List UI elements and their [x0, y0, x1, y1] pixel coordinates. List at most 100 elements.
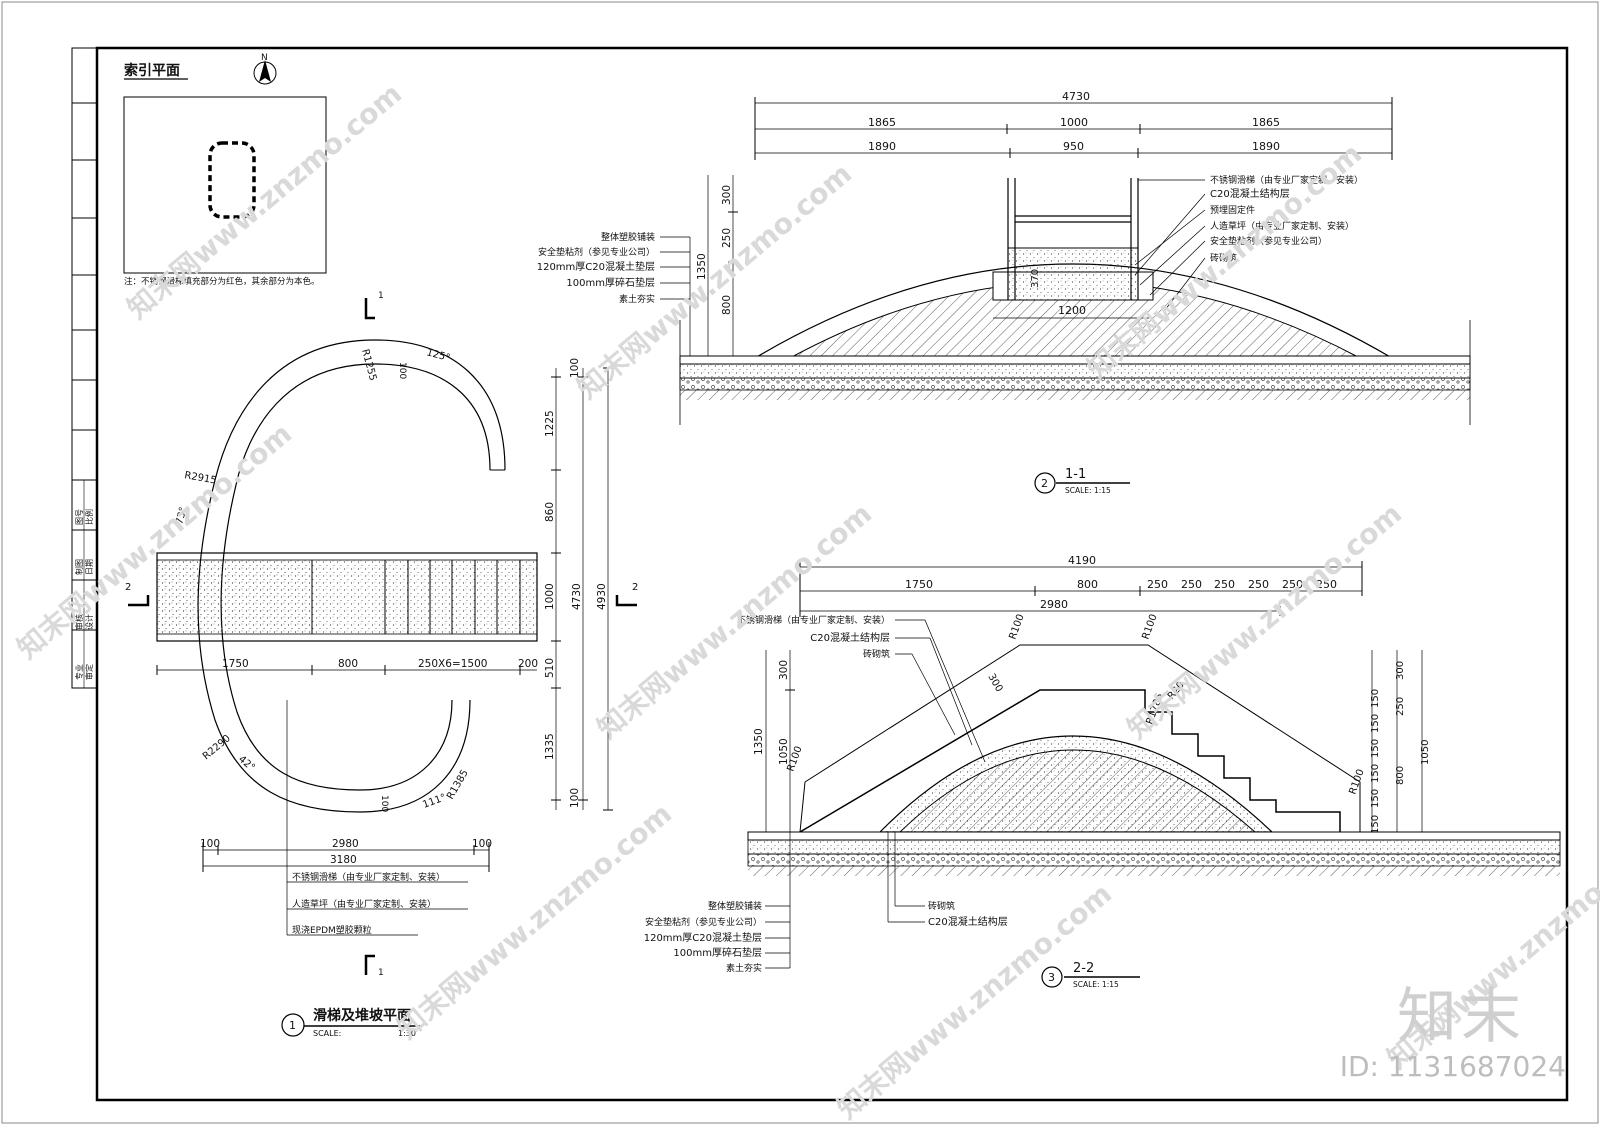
dim-label: 800: [1395, 766, 1406, 785]
dim-label: 300: [985, 672, 1004, 694]
callout-text: 人造草坪（由专业厂家定制、安装）: [1210, 220, 1354, 232]
dim-label: 150: [1370, 789, 1381, 808]
drawing-title: 滑梯及堆坡平面: [313, 1007, 411, 1024]
callout-text: 不锈钢滑梯（由专业厂家定制、安装）: [737, 614, 890, 626]
callout-text: 不锈钢滑梯（由专业厂家定制、安装）: [292, 871, 445, 883]
title-block-row: 制图: [74, 559, 84, 575]
dim-label: 1890: [1252, 140, 1280, 153]
radius-label: R20: [1166, 680, 1187, 702]
radius-label: R100: [1140, 613, 1159, 641]
callout-text: 整体塑胶铺装: [708, 900, 762, 912]
callout-text: 整体塑胶铺装: [601, 231, 655, 243]
section-2-2: 4190 1750 800 250 250 250 250 250 250 29…: [644, 554, 1561, 989]
radius-label: R100: [1347, 768, 1366, 796]
dim-label: 1000: [1060, 116, 1088, 129]
angle-label: 73°: [174, 506, 189, 526]
dim-label: 860: [544, 502, 556, 522]
callout-text: 不锈钢滑梯（由专业厂家定制、安装）: [1210, 174, 1363, 186]
index-plan-note: 注：不锈钢滑梯填充部分为红色，其余部分为本色。: [124, 276, 320, 287]
brand-watermark: 知末: [1397, 982, 1525, 1052]
scale-value: 1:30: [398, 1029, 416, 1038]
left-callouts: 整体塑胶铺装 安全垫粘剂（参见专业公司） 120mm厚C20混凝土垫层 100m…: [537, 231, 691, 356]
callout-text: 人造草坪（由专业厂家定制、安装）: [292, 898, 436, 910]
title-block-row: 比例: [84, 509, 94, 525]
dim-label: 250: [1181, 578, 1202, 591]
drawing-number: 2: [1041, 477, 1048, 490]
dim-label: 250: [1248, 578, 1269, 591]
dim-label: 200: [518, 658, 538, 670]
callout-text: C20混凝土结构层: [928, 915, 1008, 928]
dim-label: 1350: [696, 253, 708, 280]
dim-label: 4930: [596, 583, 608, 610]
callout-text: 100mm厚碎石垫层: [673, 946, 762, 959]
title-block-row: 设计: [84, 614, 94, 630]
dim-label: 100: [397, 362, 407, 379]
bottom-callouts: 砖砌筑 C20混凝土结构层: [887, 832, 1008, 928]
top-callouts: 不锈钢滑梯（由专业厂家定制、安装） C20混凝土结构层 砖砌筑: [737, 614, 986, 763]
section-mark-label: 1: [378, 291, 384, 301]
dim-label: 1865: [1252, 116, 1280, 129]
dim-label: 1335: [544, 733, 556, 760]
callout-text: 安全垫粘剂（参见专业公司）: [1210, 235, 1327, 247]
radius-label: R1785: [1144, 692, 1165, 726]
dim-label: 250: [1214, 578, 1235, 591]
angle-label: 42°: [236, 754, 257, 774]
drawing-title: 1-1: [1065, 467, 1086, 482]
title-block-row: 专业: [74, 664, 84, 680]
dim-label: 1350: [753, 728, 765, 755]
dim-label: 510: [544, 658, 556, 678]
callout-text: C20混凝土结构层: [1210, 187, 1290, 200]
dim-label: 300: [721, 185, 733, 205]
callout-text: 100mm厚碎石垫层: [566, 276, 655, 289]
callout-text: 120mm厚C20混凝土垫层: [644, 931, 762, 944]
index-plan: 索引平面 N 注：不锈钢滑梯填充部分为红色，其余部分为本色。: [123, 53, 327, 287]
callout-text: 素土夯实: [619, 293, 655, 305]
dim-label: 1890: [868, 140, 896, 153]
dim-label: 250: [1282, 578, 1303, 591]
dim-label: 800: [338, 658, 358, 670]
callout-text: 安全垫粘剂（参见专业公司）: [645, 916, 762, 928]
callout-text: 预埋固定件: [1210, 204, 1255, 216]
north-label: N: [261, 53, 268, 63]
callout-text: 素土夯实: [726, 962, 762, 974]
title-block-row: 日期: [85, 559, 94, 575]
dim-label: 1750: [222, 658, 249, 670]
dim-label: 4190: [1068, 554, 1096, 567]
callout-text: 120mm厚C20混凝土垫层: [537, 260, 655, 273]
dim-label: 2980: [332, 838, 359, 850]
drawing-number-bubble: [281, 1013, 305, 1037]
radius-label: R100: [1007, 613, 1026, 641]
radius-label: R2915: [183, 470, 217, 486]
callout-text: 砖砌筑: [863, 648, 890, 660]
callout-text: C20混凝土结构层: [810, 631, 890, 644]
drawing-number: 1: [289, 1019, 296, 1032]
dim-label: 800: [721, 295, 733, 315]
dim-label: 1050: [1420, 740, 1431, 765]
dim-label: 150: [1370, 689, 1381, 708]
dim-label: 150: [1370, 764, 1381, 783]
dim-label: 1000: [544, 583, 556, 610]
dim-label: 150: [1370, 815, 1381, 834]
index-plan-title: 索引平面: [124, 62, 180, 79]
callout-text: 砖砌筑: [928, 900, 955, 912]
section-1-1: 4730 1865 1000 1865 1890 950 1890 300 25…: [537, 90, 1471, 495]
title-block-row: 审核: [74, 614, 84, 630]
callout-text: 砖砌筑: [1210, 252, 1237, 264]
title-block: 专业 审定 审核 设计 制图 日期 图号 比例: [71, 47, 98, 689]
callout-text: 安全垫粘剂（参见专业公司）: [538, 246, 655, 258]
dim-label: 800: [1077, 578, 1098, 591]
dim-label: 100: [569, 788, 581, 808]
title-block-row: 图号: [75, 509, 84, 525]
dim-label: 950: [1063, 140, 1084, 153]
drawing-number-bubble: [1041, 966, 1063, 988]
dim-label: 300: [778, 660, 790, 680]
angle-label: 125°: [425, 347, 451, 364]
dim-label: 370: [1030, 269, 1041, 288]
dim-label: 3180: [330, 854, 357, 866]
dim-label: 1225: [544, 410, 556, 437]
dim-label: 100: [200, 838, 220, 850]
left-callouts: 整体塑胶铺装 安全垫粘剂（参见专业公司） 120mm厚C20混凝土垫层 100m…: [644, 832, 791, 974]
dim-label: 100: [569, 358, 581, 378]
dim-label: 150: [1370, 739, 1381, 758]
scale-value: SCALE: 1:15: [1065, 486, 1111, 495]
